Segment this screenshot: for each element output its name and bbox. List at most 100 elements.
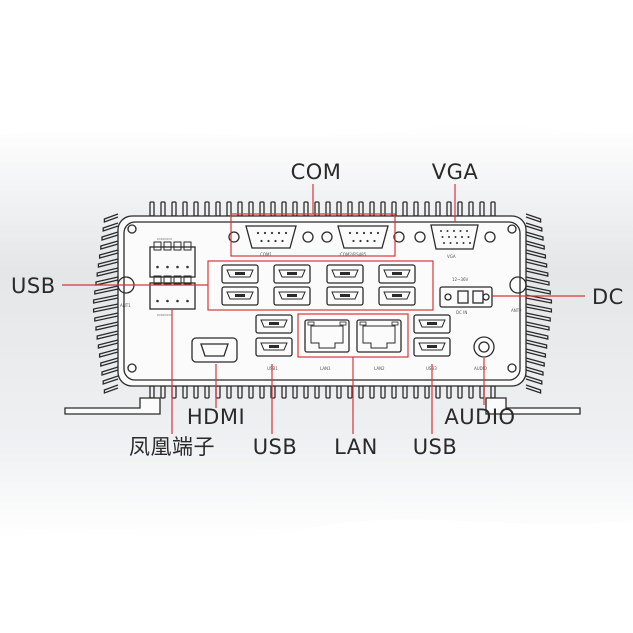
fin — [92, 303, 119, 313]
fin — [525, 312, 551, 322]
label-usb-bottom-1: USB — [253, 435, 298, 459]
fin — [103, 384, 119, 394]
fin — [525, 276, 550, 286]
label-hdmi: HDMI — [187, 405, 245, 429]
fin — [525, 222, 543, 232]
heatsink-fins-right — [525, 213, 553, 394]
usb-pair-left — [255, 314, 293, 357]
fin — [525, 348, 547, 358]
heatsink-fins-left — [92, 213, 119, 394]
dc-connector-icon — [439, 286, 493, 308]
usb-port-icon — [326, 264, 364, 284]
fin — [96, 267, 119, 277]
screw-icon — [127, 363, 137, 373]
svg-text:VGA: VGA — [447, 254, 456, 259]
svg-text:AUDIO: AUDIO — [474, 366, 487, 371]
label-vga: VGA — [432, 160, 479, 184]
label-audio: AUDIO — [444, 405, 515, 429]
mounting-foot-left — [64, 397, 161, 415]
terminal-block-lower — [149, 282, 196, 310]
antenna-hole-right — [509, 276, 527, 294]
svg-text:COM2/RS485: COM2/RS485 — [340, 252, 367, 257]
label-usb-left: USB — [11, 274, 56, 298]
fin — [525, 339, 548, 349]
rj45-port-icon — [356, 319, 402, 353]
fin — [525, 321, 550, 331]
svg-text:LAN2: LAN2 — [374, 366, 385, 371]
ant2-marking: ANT2 — [511, 308, 522, 313]
fin — [101, 366, 119, 376]
fin — [525, 294, 553, 304]
fin — [97, 339, 119, 349]
ant1-marking: ANT1 — [120, 303, 131, 308]
svg-text:COM1: COM1 — [260, 252, 272, 257]
fin — [95, 276, 119, 286]
fin — [525, 258, 548, 268]
usb-port-icon — [413, 314, 451, 334]
fin — [525, 231, 544, 241]
db9-com1-icon — [245, 225, 297, 249]
svg-text:LAN1: LAN1 — [320, 366, 331, 371]
fin — [92, 294, 119, 304]
label-lan: LAN — [334, 435, 378, 459]
svg-text:DC IN: DC IN — [456, 310, 467, 315]
fin — [525, 357, 545, 367]
fin — [525, 366, 544, 376]
dc-jack: 12~36V DC IN — [439, 277, 493, 315]
hdmi-port — [191, 337, 238, 363]
com-ports: COM1 COM2/RS485 — [228, 225, 405, 257]
usb-bank-8 — [221, 264, 416, 306]
fin — [95, 321, 119, 331]
fin — [103, 213, 119, 223]
svg-text:USB1: USB1 — [267, 366, 278, 371]
fin — [94, 312, 119, 322]
usb-port-icon — [273, 286, 311, 306]
fin — [100, 240, 119, 250]
fin — [98, 249, 119, 259]
usb-pair-right — [413, 314, 451, 357]
lan-ports — [304, 319, 402, 353]
fin — [525, 303, 553, 313]
label-usb-bottom-2: USB — [413, 435, 458, 459]
terminal-block-upper — [149, 246, 196, 278]
usb-port-icon — [255, 314, 293, 334]
fin — [102, 222, 119, 232]
usb-port-icon — [221, 264, 259, 284]
fin — [525, 249, 547, 259]
fin — [525, 330, 549, 340]
audio-jack-icon — [473, 336, 495, 358]
rj45-port-icon — [304, 319, 350, 353]
usb-port-icon — [221, 286, 259, 306]
fin — [101, 231, 119, 241]
faceplate-inner — [123, 221, 521, 381]
screw-icon — [127, 224, 137, 234]
fin — [525, 213, 542, 223]
fin — [98, 348, 119, 358]
label-phoenix-terminal: 凤凰端子 — [129, 435, 215, 459]
screw-icon — [507, 363, 517, 373]
usb-port-icon — [255, 337, 293, 357]
fin — [100, 357, 119, 367]
db9-com2-icon — [337, 225, 389, 249]
svg-text:12~36V: 12~36V — [452, 277, 469, 282]
vga-port: VGA — [414, 224, 496, 259]
usb-port-icon — [413, 337, 451, 357]
label-com: COM — [291, 160, 342, 184]
fin — [525, 240, 545, 250]
fin — [525, 285, 551, 295]
fin — [94, 285, 119, 295]
fin — [102, 375, 119, 385]
fin — [525, 267, 549, 277]
usb-port-icon — [378, 264, 416, 284]
svg-text:▭▭▭▭: ▭▭▭▭ — [157, 312, 172, 317]
usb-port-icon — [326, 286, 364, 306]
fin — [97, 258, 119, 268]
mounting-foot-right — [485, 397, 581, 415]
svg-text:▭▭▭▭: ▭▭▭▭ — [157, 236, 172, 241]
usb-port-icon — [378, 286, 416, 306]
fin — [525, 375, 543, 385]
usb-port-icon — [273, 264, 311, 284]
hdmi-connector-icon — [200, 343, 229, 357]
